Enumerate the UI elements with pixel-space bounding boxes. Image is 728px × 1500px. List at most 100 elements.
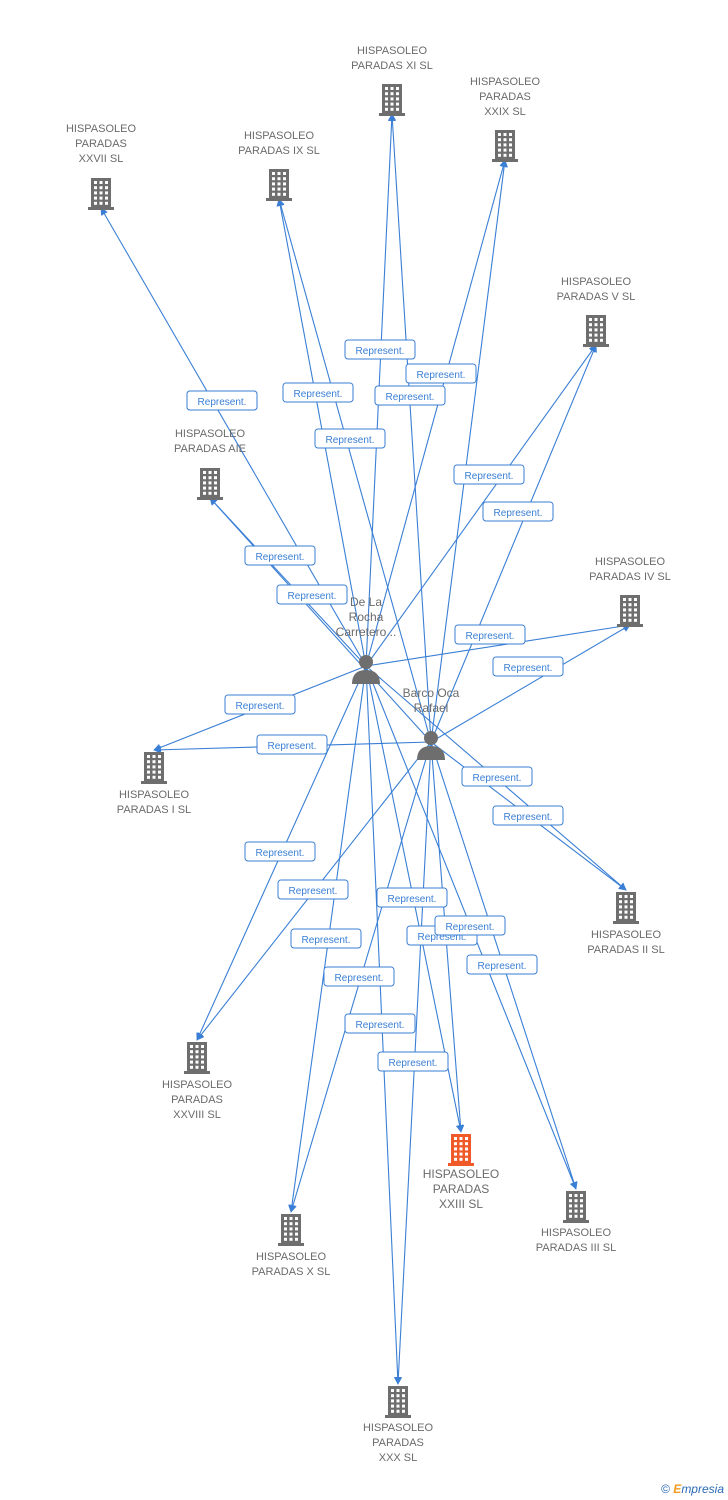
edge-label-p1-v[interactable]: Represent.	[453, 464, 525, 485]
edge-label-p1-xxviii[interactable]: Represent.	[461, 766, 533, 787]
node-label-line: Barco Oca	[403, 686, 460, 700]
edge-label-p1-iii[interactable]: Represent.	[434, 915, 506, 936]
edge-label-box	[186, 390, 258, 411]
edge-label-p2-iii[interactable]: Represent.	[466, 954, 538, 975]
building-icon-xxx[interactable]	[385, 1386, 411, 1418]
node-label: HISPASOLEO PARADAS X SL	[252, 1251, 331, 1278]
edge-label-box	[453, 464, 525, 485]
building-icon-iv[interactable]	[617, 595, 643, 627]
edge-label-p2-xxix[interactable]: Represent.	[374, 385, 446, 406]
building-icon-xi[interactable]	[379, 84, 405, 116]
edge-label-box	[482, 501, 554, 522]
node-label-line: XXX SL	[379, 1452, 418, 1464]
node-label-line: PARADAS X SL	[252, 1266, 331, 1278]
edge-label-text: Represent.	[504, 812, 553, 823]
building-icon-xxix[interactable]	[492, 130, 518, 162]
edge-label-p1-i[interactable]: Represent.	[224, 694, 296, 715]
edge-label-p2-xxx[interactable]: Represent.	[377, 1051, 449, 1072]
node-label-line: PARADAS IX SL	[238, 145, 320, 157]
building-icon-xxviii[interactable]	[184, 1042, 210, 1074]
edge-label-p2-ix[interactable]: Represent.	[314, 428, 386, 449]
node-label-line: PARADAS	[75, 138, 127, 150]
building-icon-ii[interactable]	[613, 892, 639, 924]
edge-label-box	[290, 928, 362, 949]
building-icon-aie[interactable]	[197, 468, 223, 500]
edge-p1-xxix	[365, 159, 507, 667]
edge-label-box	[405, 363, 477, 384]
brand-e-logo: E	[673, 1482, 682, 1496]
edge-label-box	[244, 545, 316, 566]
edge-label-p1-xxvii[interactable]: Represent.	[186, 390, 258, 411]
edge-label-p1-xxix[interactable]: Represent.	[405, 363, 477, 384]
edge-label-p1-xxx[interactable]: Represent.	[344, 1013, 416, 1034]
edge-label-box	[277, 879, 349, 900]
node-label-line: HISPASOLEO	[595, 556, 666, 568]
edge-label-box	[276, 584, 348, 605]
node-label-line: XXVIII SL	[173, 1109, 221, 1121]
building-icon-iii[interactable]	[563, 1191, 589, 1223]
building-icon-v[interactable]	[583, 315, 609, 347]
node-label-line: HISPASOLEO	[363, 1422, 434, 1434]
person-icon-p2[interactable]	[417, 731, 445, 760]
edge-label-text: Represent.	[198, 397, 247, 408]
edge-label-box	[244, 841, 316, 862]
node-label: HISPASOLEO PARADAS XI SL	[351, 45, 433, 72]
edge-label-p1-aie[interactable]: Represent.	[244, 545, 316, 566]
node-label-line: HISPASOLEO	[423, 1167, 499, 1181]
node-label-line: HISPASOLEO	[357, 45, 428, 57]
edge-label-p2-xi[interactable]: Represent.	[282, 382, 354, 403]
edge-label-text: Represent.	[288, 591, 337, 602]
footer-brand[interactable]: © Empresia	[661, 1482, 724, 1496]
edge-label-p2-xxviii[interactable]: Represent.	[492, 805, 564, 826]
node-label-line: HISPASOLEO	[66, 123, 137, 135]
edge-label-box	[224, 694, 296, 715]
edge-label-text: Represent.	[356, 346, 405, 357]
edge-label-p1-xi[interactable]: Represent.	[344, 339, 416, 360]
node-label-line: PARADAS	[372, 1437, 424, 1449]
building-icon-xxvii[interactable]	[88, 178, 114, 210]
node-label-line: PARADAS I SL	[117, 804, 191, 816]
edge-label-text: Represent.	[504, 663, 553, 674]
edge-label-p2-ii[interactable]: Represent.	[277, 879, 349, 900]
node-label-line: HISPASOLEO	[256, 1251, 327, 1263]
edge-p2-xxix	[430, 159, 508, 743]
building-icon-x[interactable]	[278, 1214, 304, 1246]
edge-labels-layer: Represent.Represent.Represent.Represent.…	[186, 339, 564, 1072]
edge-label-text: Represent.	[236, 701, 285, 712]
edge-label-p1-iv[interactable]: Represent.	[454, 624, 526, 645]
edges-layer	[100, 113, 631, 1385]
edge-label-p2-x[interactable]: Represent.	[323, 966, 395, 987]
building-icon-i[interactable]	[141, 752, 167, 784]
edge-label-text: Represent.	[388, 894, 437, 905]
edge-label-p1-xxiii[interactable]: Represent.	[376, 887, 448, 908]
edge-label-text: Represent.	[386, 392, 435, 403]
edge-label-box	[344, 1013, 416, 1034]
edge-p2-aie	[209, 497, 432, 743]
node-label-line: PARADAS XI SL	[351, 60, 433, 72]
edge-label-text: Represent.	[466, 631, 515, 642]
edge-label-box	[434, 915, 506, 936]
node-label-line: HISPASOLEO	[119, 789, 190, 801]
edge-label-box	[466, 954, 538, 975]
edge-label-p2-v[interactable]: Represent.	[482, 501, 554, 522]
focus-building-icon-xxiii[interactable]	[448, 1134, 474, 1166]
node-label-line: De La	[350, 595, 382, 609]
node-label-line: Rocha	[349, 610, 384, 624]
node-label-line: PARADAS	[479, 91, 531, 103]
edge-label-p2-aie[interactable]: Represent.	[276, 584, 348, 605]
person-icon-p1[interactable]	[352, 655, 380, 684]
node-label-line: HISPASOLEO	[244, 130, 315, 142]
building-icon-ix[interactable]	[266, 169, 292, 201]
edge-label-text: Represent.	[446, 922, 495, 933]
edge-label-p2-i[interactable]: Represent.	[256, 734, 328, 755]
node-label-line: PARADAS III SL	[536, 1242, 617, 1254]
edge-label-p1-ii[interactable]: Represent.	[244, 841, 316, 862]
edge-label-p2-iv[interactable]: Represent.	[492, 656, 564, 677]
edge-label-p1-x[interactable]: Represent.	[290, 928, 362, 949]
